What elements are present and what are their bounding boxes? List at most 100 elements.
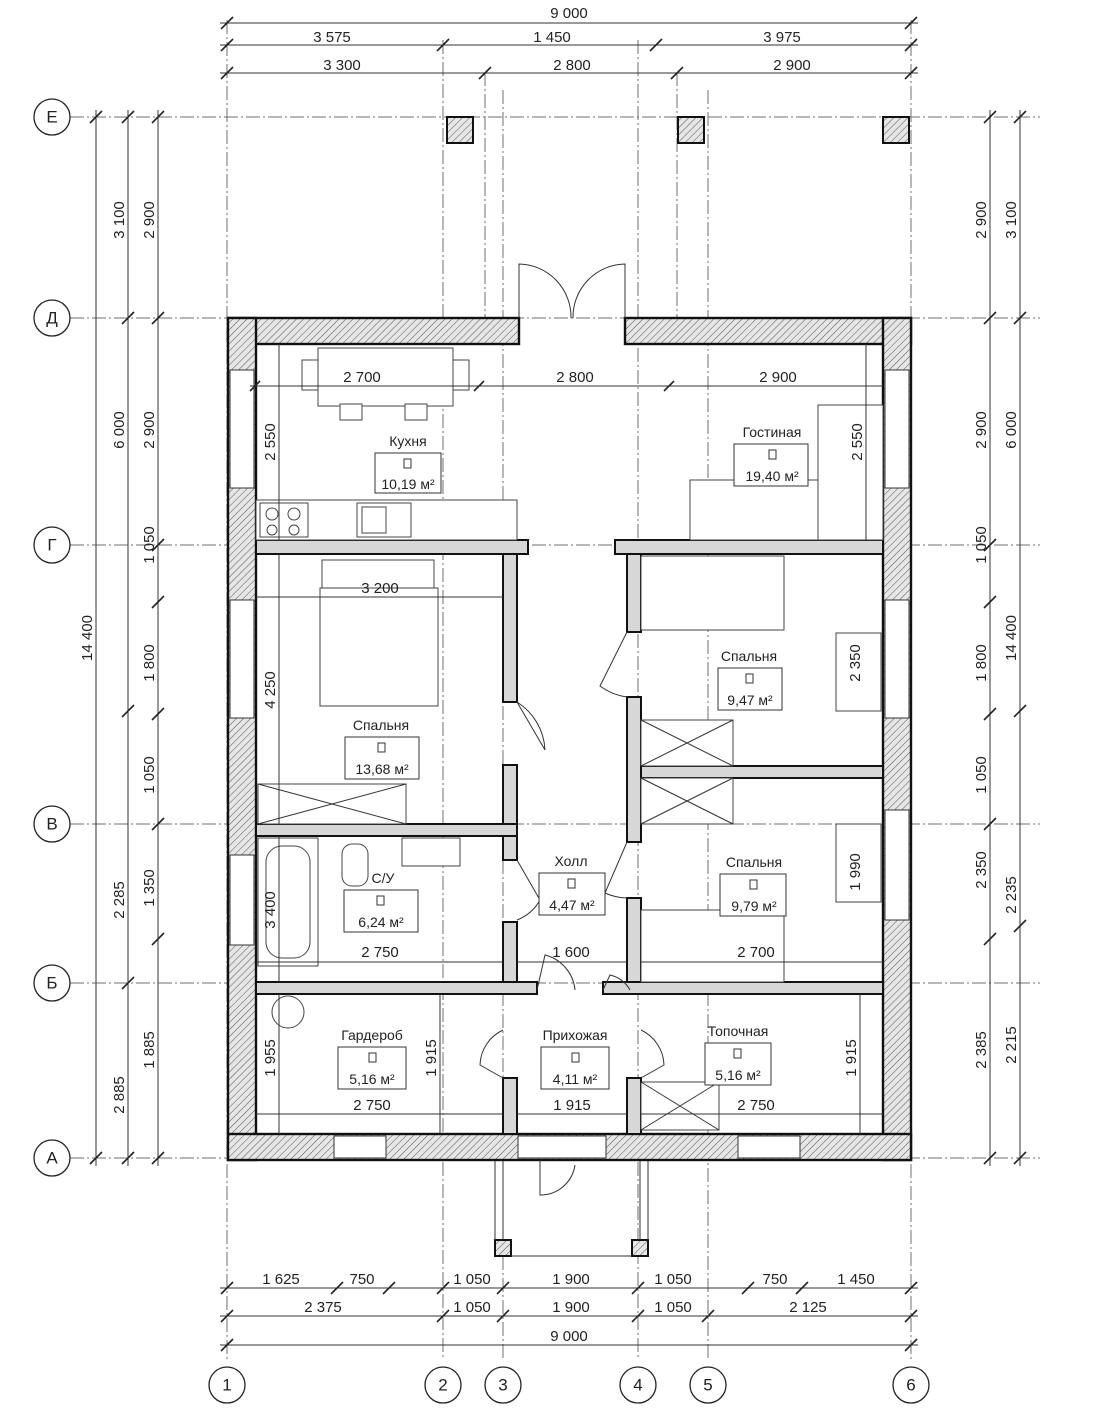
dim-bedroom1-depth: 4 250	[262, 671, 279, 709]
room-bathroom: С/У 6,24 м²	[343, 870, 419, 933]
dim-left-r2-7: 1 885	[141, 1031, 158, 1069]
room-area: 5,16 м²	[715, 1067, 761, 1083]
dim-bottom-r2-5: 2 125	[789, 1299, 827, 1316]
room-area: 5,16 м²	[349, 1071, 395, 1087]
dim-top-row2-3: 2 900	[773, 57, 811, 74]
svg-text:3: 3	[498, 1375, 507, 1394]
dim-kitchen-width: 2 700	[343, 369, 381, 386]
room-wardrobe: Гардероб 5,16 м²	[337, 1027, 407, 1090]
dim-kitchen-depth: 2 550	[262, 423, 279, 461]
dim-right-r2-3: 1 050	[973, 526, 990, 564]
axis-bubble-row-E: Е	[33, 98, 71, 136]
axis-bubbles: 1 2 3 4 5 6 Е Д Г В Б А	[33, 98, 930, 1404]
axis-bubble-row-V: В	[33, 805, 71, 843]
dim-right-3: 2 235	[1003, 876, 1020, 914]
inner-dimensions: 2 700 2 800 2 900 2 550 2 550 3 200 4 25…	[249, 344, 883, 1134]
room-living: Гостиная 19,40 м²	[733, 424, 809, 487]
room-area: 6,24 м²	[358, 914, 404, 930]
dim-bottom-7: 1 450	[837, 1271, 875, 1288]
room-marker-icon	[749, 879, 758, 890]
dim-bedroom2-depth: 2 350	[847, 644, 864, 682]
dim-left-r2-3: 1 050	[141, 526, 158, 564]
dim-bottom-2: 750	[349, 1271, 374, 1288]
svg-text:2: 2	[438, 1375, 447, 1394]
dim-bottom-4: 1 900	[552, 1271, 590, 1288]
room-marker-icon	[571, 1052, 580, 1063]
dim-left-1: 3 100	[111, 201, 128, 239]
svg-text:В: В	[46, 814, 57, 833]
room-kitchen: Кухня 10,19 м²	[374, 433, 442, 494]
room-hall: Холл 4,47 м²	[538, 853, 606, 916]
dim-bottom-r2-4: 1 050	[654, 1299, 692, 1316]
room-area: 10,19 м²	[381, 476, 435, 492]
furniture	[255, 347, 884, 1131]
dim-entry-width: 1 915	[553, 1097, 591, 1114]
svg-text:Г: Г	[47, 535, 56, 554]
dim-top-2: 1 450	[533, 29, 571, 46]
dim-bottom-6: 750	[762, 1271, 787, 1288]
dim-wardrobe-depth: 1 955	[262, 1039, 279, 1077]
dim-left-r2-2: 2 900	[141, 411, 158, 449]
dim-bottom-r2-1: 2 375	[304, 1299, 342, 1316]
room-labels: Кухня 10,19 м² Гостиная 19,40 м² Спальня…	[337, 424, 809, 1090]
dim-hall-width: 2 800	[556, 369, 594, 386]
dim-right-4: 2 215	[1003, 1026, 1020, 1064]
dim-bedroom1-width: 3 200	[361, 580, 399, 597]
room-name: Гардероб	[341, 1027, 403, 1043]
svg-text:Е: Е	[46, 107, 57, 126]
room-area: 19,40 м²	[745, 468, 799, 484]
room-marker-icon	[733, 1048, 742, 1059]
dim-left-overall: 14 400	[79, 615, 96, 661]
room-bedroom-2: Спальня 9,47 м²	[717, 648, 783, 711]
room-marker-icon	[403, 458, 412, 469]
room-name: С/У	[372, 870, 395, 886]
axis-bubble-col-5: 5	[689, 1366, 727, 1404]
room-area: 4,11 м²	[553, 1071, 598, 1087]
room-bedroom-3: Спальня 9,79 м²	[719, 854, 787, 917]
dim-bottom-3: 1 050	[453, 1271, 491, 1288]
top-dimensions: 9 000 3 575 1 450 3 975 3 300 2 800 2 90…	[220, 5, 918, 80]
dim-boiler-depth: 1 915	[843, 1039, 860, 1077]
svg-text:1: 1	[222, 1375, 231, 1394]
axis-bubble-row-A: А	[33, 1139, 71, 1177]
dim-right-r2-5: 1 050	[973, 756, 990, 794]
dim-right-2: 6 000	[1003, 411, 1020, 449]
svg-text:5: 5	[703, 1375, 712, 1394]
room-name: Гостиная	[743, 424, 802, 440]
dim-right-r2-6: 2 350	[973, 851, 990, 889]
axis-bubble-col-6: 6	[892, 1366, 930, 1404]
dim-bottom-overall: 9 000	[550, 1328, 588, 1345]
axis-bubble-row-G: Г	[33, 526, 71, 564]
dim-hall-lower-width: 1 600	[552, 944, 590, 961]
room-bedroom-1: Спальня 13,68 м²	[344, 717, 420, 780]
room-marker-icon	[376, 895, 385, 906]
dim-left-3: 2 285	[111, 881, 128, 919]
dim-bottom-5: 1 050	[654, 1271, 692, 1288]
dim-bath-depth: 3 400	[262, 891, 279, 929]
dim-living-depth: 2 550	[849, 423, 866, 461]
dim-bedroom3-width: 2 700	[737, 944, 775, 961]
dim-left-r2-6: 1 350	[141, 869, 158, 907]
dim-top-1: 3 575	[313, 29, 351, 46]
dim-bottom-r2-3: 1 900	[552, 1299, 590, 1316]
dim-top-row2-2: 2 800	[553, 57, 591, 74]
dim-right-r2-7: 2 385	[973, 1031, 990, 1069]
svg-text:А: А	[46, 1148, 58, 1167]
dim-left-r2-4: 1 800	[141, 644, 158, 682]
svg-text:Б: Б	[46, 973, 57, 992]
interior-walls	[255, 539, 884, 1135]
dim-wardrobe-depth2: 1 915	[423, 1039, 440, 1077]
room-name: Топочная	[708, 1023, 769, 1039]
bottom-dimensions: 1 625 750 1 050 1 900 1 050 750 1 450 2 …	[220, 1271, 918, 1352]
exterior-walls	[226, 316, 913, 1162]
room-entry: Прихожая 4,11 м²	[540, 1027, 610, 1090]
dim-top-row2-1: 3 300	[323, 57, 361, 74]
axis-bubble-col-1: 1	[208, 1366, 246, 1404]
dim-left-2: 6 000	[111, 411, 128, 449]
room-name: Спальня	[726, 854, 782, 870]
dim-left-4: 2 885	[111, 1076, 128, 1114]
dim-bedroom3-depth: 1 990	[847, 853, 864, 891]
room-name: Спальня	[721, 648, 777, 664]
terrace-columns	[446, 116, 910, 1257]
